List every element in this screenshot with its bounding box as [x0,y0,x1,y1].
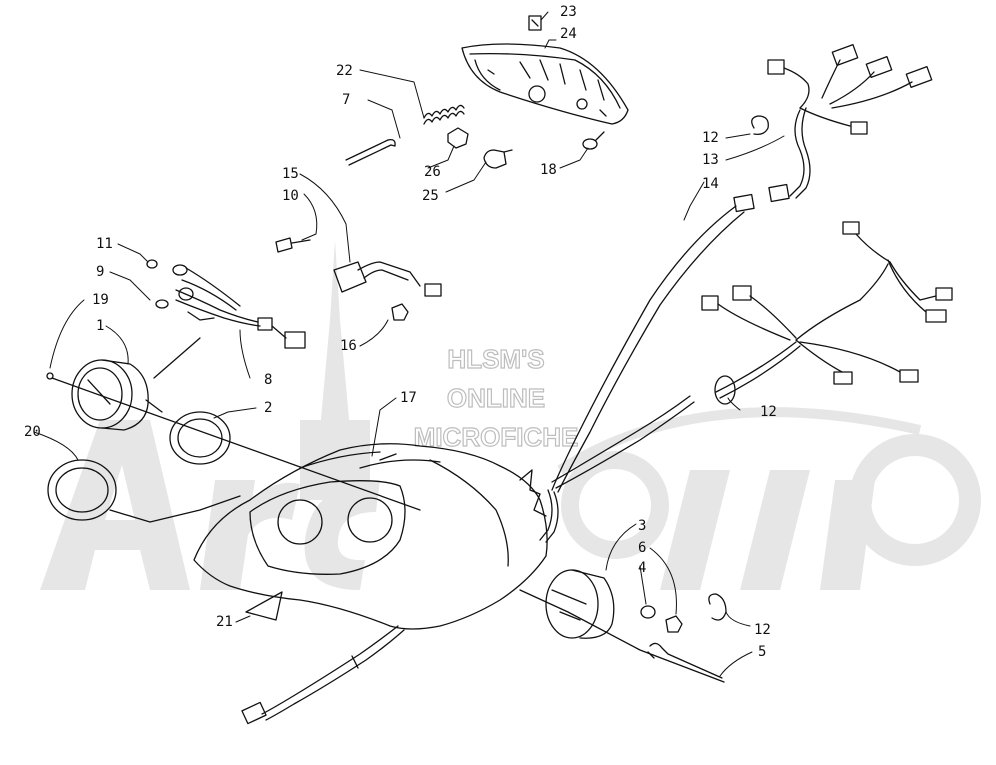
headlight-clip-23 [528,15,542,31]
bolt-10 [275,237,311,253]
callout-14: 14 [702,176,719,192]
callout-12-top: 12 [702,130,719,146]
callout-3: 3 [638,518,646,534]
callout-5: 5 [758,644,766,660]
callout-26: 26 [424,164,441,180]
callout-25: 25 [422,188,439,204]
callout-8: 8 [264,372,272,388]
decal-21 [245,591,283,621]
instrument-panel-17 [193,443,548,630]
adjusting-screw-7 [345,138,396,166]
watermark-line-1: HLSM'S [447,344,544,374]
bulb-11 [146,259,188,276]
callout-23: 23 [560,4,577,20]
headlight-assembly [461,43,629,125]
callout-9: 9 [96,264,104,280]
assembly-guide-lines [51,337,725,683]
mounting-bracket-15 [333,261,442,297]
gauge-1 [46,359,163,431]
callout-22: 22 [336,63,353,79]
callout-15: 15 [282,166,299,182]
callout-10: 10 [282,188,299,204]
bulb-9 [155,287,194,309]
callout-18: 18 [540,162,557,178]
callout-20: 20 [24,424,41,440]
callout-4: 4 [638,560,646,576]
washer-4 [640,605,656,619]
callout-13: 13 [702,152,719,168]
wiring-branch-right [701,221,953,399]
speedometer-cable-5 [647,642,723,679]
nut-16 [391,303,409,321]
wiring-harness-13 [767,44,933,203]
gauge-3 [545,569,615,639]
callout-21: 21 [216,614,233,630]
socket-25 [483,149,513,169]
gauge-wiring-8 [175,267,306,349]
watermark: HLSM'S ONLINE MICROFICHE [40,240,981,590]
callout-7: 7 [342,92,350,108]
watermark-text: HLSM'S ONLINE MICROFICHE [413,343,579,452]
watermark-logo [40,240,981,590]
spring-22 [423,104,465,125]
callout-labels: 23 24 22 7 26 25 18 12 13 14 15 10 11 9 … [24,4,777,660]
cable-tie-12-bottom [708,593,727,621]
callout-2: 2 [264,400,272,416]
callout-19: 19 [92,292,109,308]
callout-24: 24 [560,26,577,42]
cable-tie-12-middle [714,375,736,405]
callout-11: 11 [96,236,113,252]
callout-12-middle: 12 [760,404,777,420]
callout-17: 17 [400,390,417,406]
watermark-line-2: ONLINE [447,383,545,413]
bezel-ring-20 [47,459,117,521]
watermark-line-3: MICROFICHE [414,422,579,452]
nut-26 [447,127,469,149]
callout-16: 16 [340,338,357,354]
main-wiring-harness-14 [539,193,755,543]
cable-tie-12-top [751,115,769,136]
lower-wiring-harness [241,625,405,725]
bezel-ring-2 [169,411,231,465]
bulb-18 [582,131,605,150]
callout-12-bottom: 12 [754,622,771,638]
callout-6: 6 [638,540,646,556]
callout-leader-lines [33,11,785,677]
callout-1: 1 [96,318,104,334]
nut-6 [665,615,683,633]
